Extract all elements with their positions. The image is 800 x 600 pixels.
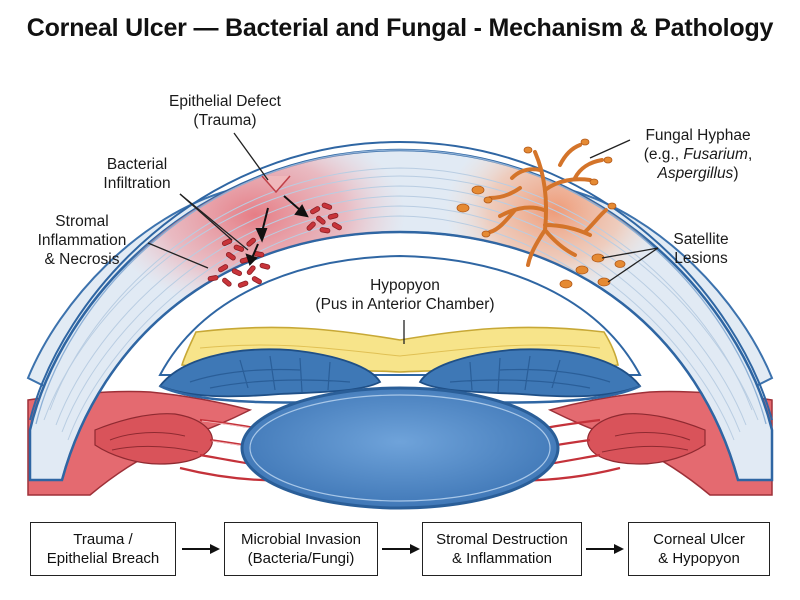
- label-bacterial-infiltration: Bacterial Infiltration: [103, 156, 171, 192]
- fungal-spores: [456, 138, 617, 238]
- label-fungal-hyphae: Fungal Hyphae (e.g., Fusarium, Aspergill…: [643, 127, 753, 182]
- flow-arrow-2: [382, 544, 420, 554]
- iris-left: [158, 348, 382, 398]
- flow-step-corneal-ulcer: Corneal Ulcer& Hypopyon: [628, 522, 770, 576]
- flow-step-stromal-destruction: Stromal Destruction& Inflammation: [422, 522, 582, 576]
- bacteria-cluster-left: [207, 237, 271, 288]
- epithelial-defect: [261, 175, 291, 194]
- lens: [240, 386, 560, 510]
- diagram-title: Corneal Ulcer — Bacterial and Fungal - M…: [26, 14, 774, 42]
- iris-right: [418, 348, 642, 398]
- bacteria-cluster-right: [306, 202, 342, 234]
- label-hypopyon: Hypopyon (Pus in Anterior Chamber): [315, 277, 495, 313]
- label-epithelial-defect: Epithelial Defect (Trauma): [168, 93, 281, 129]
- satellite-lesions: [559, 253, 626, 289]
- flow-arrow-3: [586, 544, 624, 554]
- leader-lines: [147, 132, 659, 344]
- label-satellite-lesions: Satellite Lesions: [673, 231, 729, 267]
- flow-step-trauma: Trauma /Epithelial Breach: [30, 522, 176, 576]
- label-stromal-inflammation: Stromal Inflammation & Necrosis: [37, 213, 127, 268]
- invasion-arrows: [245, 195, 309, 266]
- flow-step-microbial-invasion: Microbial Invasion(Bacteria/Fungi): [224, 522, 378, 576]
- fungal-hyphae: [488, 143, 608, 267]
- flow-arrow-1: [182, 544, 220, 554]
